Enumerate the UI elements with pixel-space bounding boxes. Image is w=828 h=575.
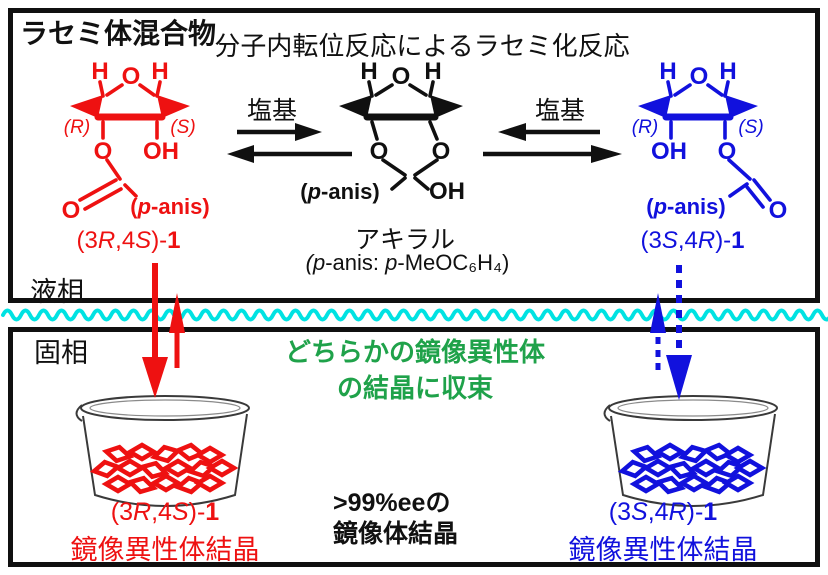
aryl-group-label: (p-anis) <box>300 179 379 204</box>
atom-oh: OH <box>651 138 687 165</box>
right-beaker-compound-label: (3S,4R)-1 <box>608 498 718 526</box>
atom-h-left: H <box>360 58 377 85</box>
equilibrium-arrows-right <box>483 123 622 163</box>
stereo-label-r: (R) <box>632 117 658 138</box>
red-compound-label: (3R,4S)-1 <box>76 227 181 254</box>
aryl-group-label: (p-anis) <box>130 194 209 219</box>
stereo-label-r: (R) <box>64 117 90 138</box>
convergence-line2: の結晶に収束 <box>336 373 493 403</box>
atom-h-right: H <box>151 58 168 85</box>
red-crystallization-arrows <box>142 263 185 398</box>
atom-o-ester: O <box>94 138 113 165</box>
wave-line <box>1 308 828 322</box>
stereo-label-s: (S) <box>170 117 195 138</box>
red-enantiomer-structure: H O H (R) (S) O OH O (p-anis) <box>62 58 210 224</box>
atom-h-right: H <box>424 58 441 85</box>
liquid-phase-label: 液相 <box>30 277 84 307</box>
atom-carbonyl-o: O <box>62 197 81 224</box>
phase-boundary-wave <box>1 308 828 322</box>
p-anis-definition: (p-anis: p-MeOC₆H₄) <box>305 250 510 275</box>
atom-o-ring: O <box>392 63 411 90</box>
ee-line1: >99%eeの <box>333 489 451 517</box>
atom-o-right: O <box>432 138 451 165</box>
right-beaker-caption: 鏡像異性体結晶 <box>568 535 758 565</box>
reaction-title: 分子内転位反応によるラセミ化反応 <box>214 31 630 61</box>
left-beaker-compound-label: (3R,4S)-1 <box>110 498 220 526</box>
racemic-mixture-label: ラセミ体混合物 <box>20 18 217 49</box>
atom-h-left: H <box>659 58 676 85</box>
base-label-right: 塩基 <box>534 97 585 125</box>
base-label-left: 塩基 <box>246 97 297 125</box>
solid-phase-box <box>8 327 820 567</box>
left-beaker-caption: 鏡像異性体結晶 <box>70 535 260 565</box>
blue-crystallization-arrows <box>650 265 692 400</box>
solid-phase-label: 固相 <box>34 338 88 368</box>
blue-enantiomer-structure: H O H (R) (S) OH O O (p-anis) <box>632 58 788 224</box>
liquid-phase-box <box>8 8 820 303</box>
achiral-intermediate-structure: H O H O O (p-anis) OH <box>300 58 465 205</box>
right-beaker <box>603 395 778 507</box>
red-crystal-cluster <box>93 443 234 494</box>
convergence-line1: どちらかの鏡像異性体 <box>284 337 545 367</box>
blue-crystal-cluster <box>621 443 762 494</box>
atom-h-right: H <box>719 58 736 85</box>
atom-h-left: H <box>91 58 108 85</box>
ee-note: >99%eeの 鏡像体結晶 <box>333 488 458 550</box>
achiral-name: アキラル <box>354 226 455 254</box>
stereo-label-s: (S) <box>738 117 763 138</box>
aryl-group-label: (p-anis) <box>646 194 725 219</box>
atom-oh: OH <box>429 178 465 205</box>
convergence-note: どちらかの鏡像異性体 の結晶に収束 <box>270 334 560 406</box>
atom-o-ring: O <box>690 63 709 90</box>
equilibrium-arrows-left <box>227 123 352 163</box>
atom-o-ester: O <box>718 138 737 165</box>
atom-o-left: O <box>370 138 389 165</box>
ee-line2: 鏡像体結晶 <box>333 520 459 548</box>
atom-carbonyl-o: O <box>769 197 788 224</box>
left-beaker <box>75 395 250 507</box>
atom-o-ring: O <box>122 63 141 90</box>
blue-compound-label: (3S,4R)-1 <box>640 227 745 254</box>
atom-oh: OH <box>143 138 179 165</box>
